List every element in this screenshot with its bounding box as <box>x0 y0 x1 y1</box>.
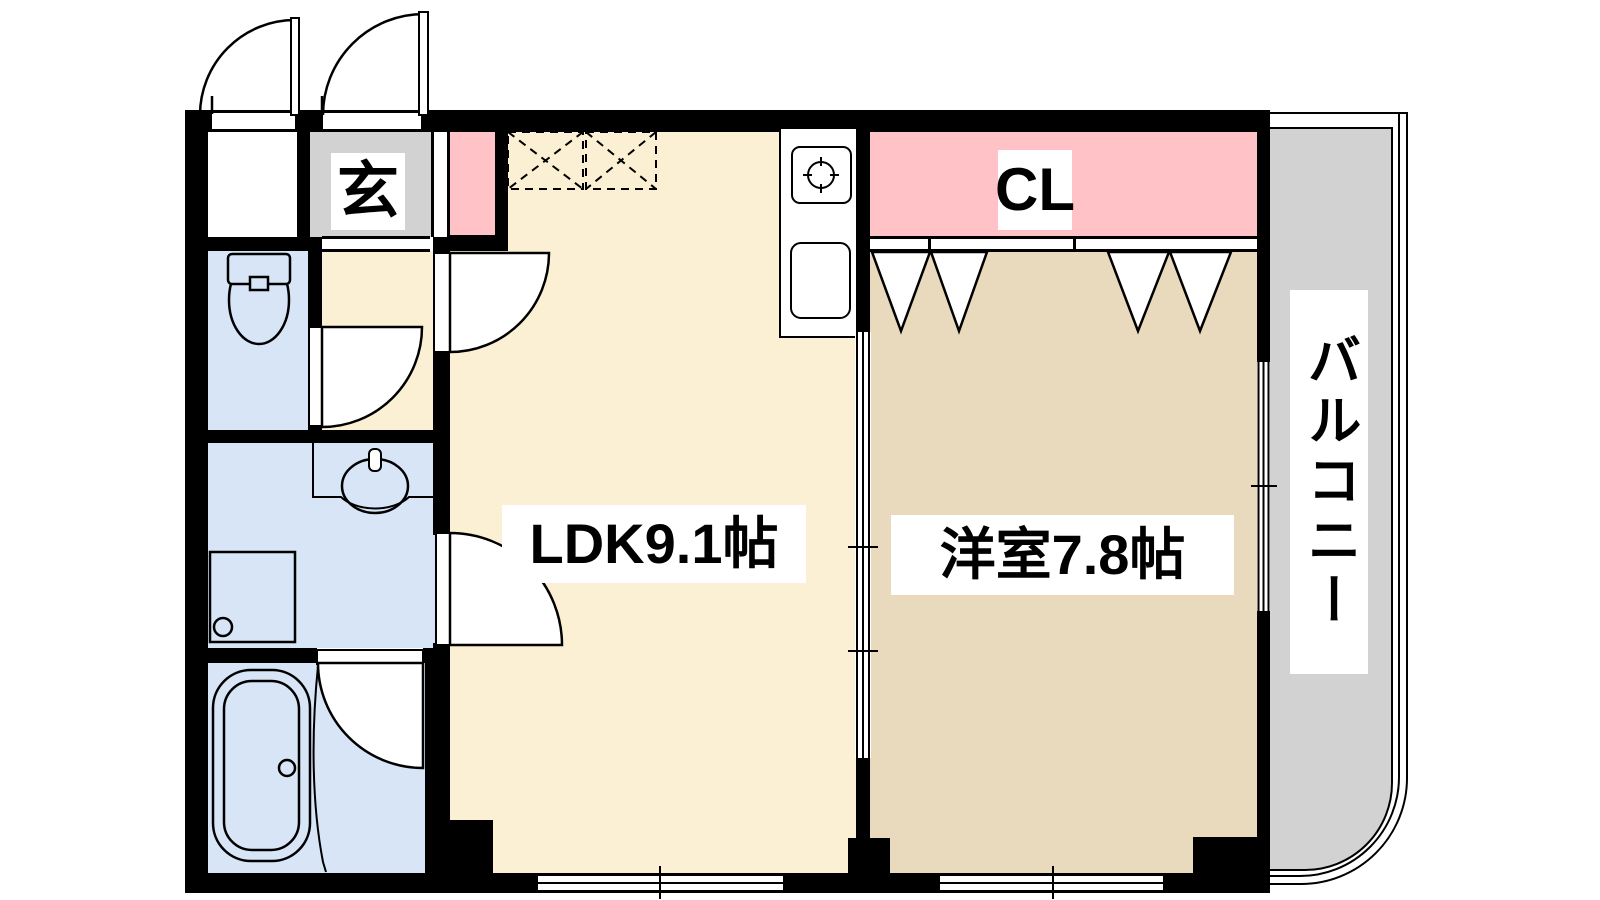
genkan-hall-passage <box>322 236 430 252</box>
western-room-label: 洋室7.8帖 <box>891 515 1234 595</box>
wall-washroom-ldk-bottom <box>433 643 450 663</box>
wall-row2 <box>185 430 450 443</box>
shoe-cabinet <box>450 132 495 237</box>
bathroom <box>208 663 425 873</box>
wall-row3-left <box>185 648 317 663</box>
kitchen-floor <box>508 132 856 251</box>
wall-corner-bl <box>430 820 493 893</box>
wall-bottom <box>185 873 1270 893</box>
storage-room <box>208 132 297 237</box>
wall-west-balcony-bottom <box>1257 611 1270 873</box>
toilet-room <box>208 251 308 430</box>
main-entry-door-leaf <box>418 11 429 116</box>
entry-door-opening <box>212 113 295 129</box>
wall-toilet-hall <box>308 237 322 430</box>
wall-partition-junction <box>848 838 890 893</box>
closet-label: CL <box>995 150 1075 230</box>
wall-shoebox-kitchen <box>495 132 508 237</box>
hallway-floor <box>322 251 435 430</box>
genkan-label: 玄 <box>331 153 405 230</box>
wall-storage-genkan <box>297 110 310 237</box>
wall-washroom-ldk-top <box>433 430 450 535</box>
entry-door-leaf <box>290 17 300 116</box>
ldk-label: LDK9.1帖 <box>502 505 806 583</box>
washroom <box>208 443 435 648</box>
entry-door-arc-icon <box>198 18 296 116</box>
wall-kitchen-cl <box>856 110 870 332</box>
wall-left <box>185 110 208 893</box>
wall-corner-br <box>1193 837 1270 893</box>
closet-track-divider-2 <box>1073 237 1076 251</box>
wall-row1-right <box>445 235 508 251</box>
wall-top <box>185 110 1262 132</box>
closet-door-track <box>870 236 1257 252</box>
main-entry-door-arc-icon <box>320 12 425 116</box>
wall-west-balcony-top <box>1257 110 1270 362</box>
main-entry-door-opening <box>323 113 421 129</box>
wall-hall-ldk-bottom <box>433 352 450 433</box>
genkan-doorway-strip <box>431 132 450 237</box>
balcony-label: バルコニー <box>1290 290 1368 674</box>
closet-track-divider-1 <box>928 237 931 251</box>
bathroom-door-leaf <box>316 649 424 665</box>
wall-row1-left <box>185 237 322 251</box>
